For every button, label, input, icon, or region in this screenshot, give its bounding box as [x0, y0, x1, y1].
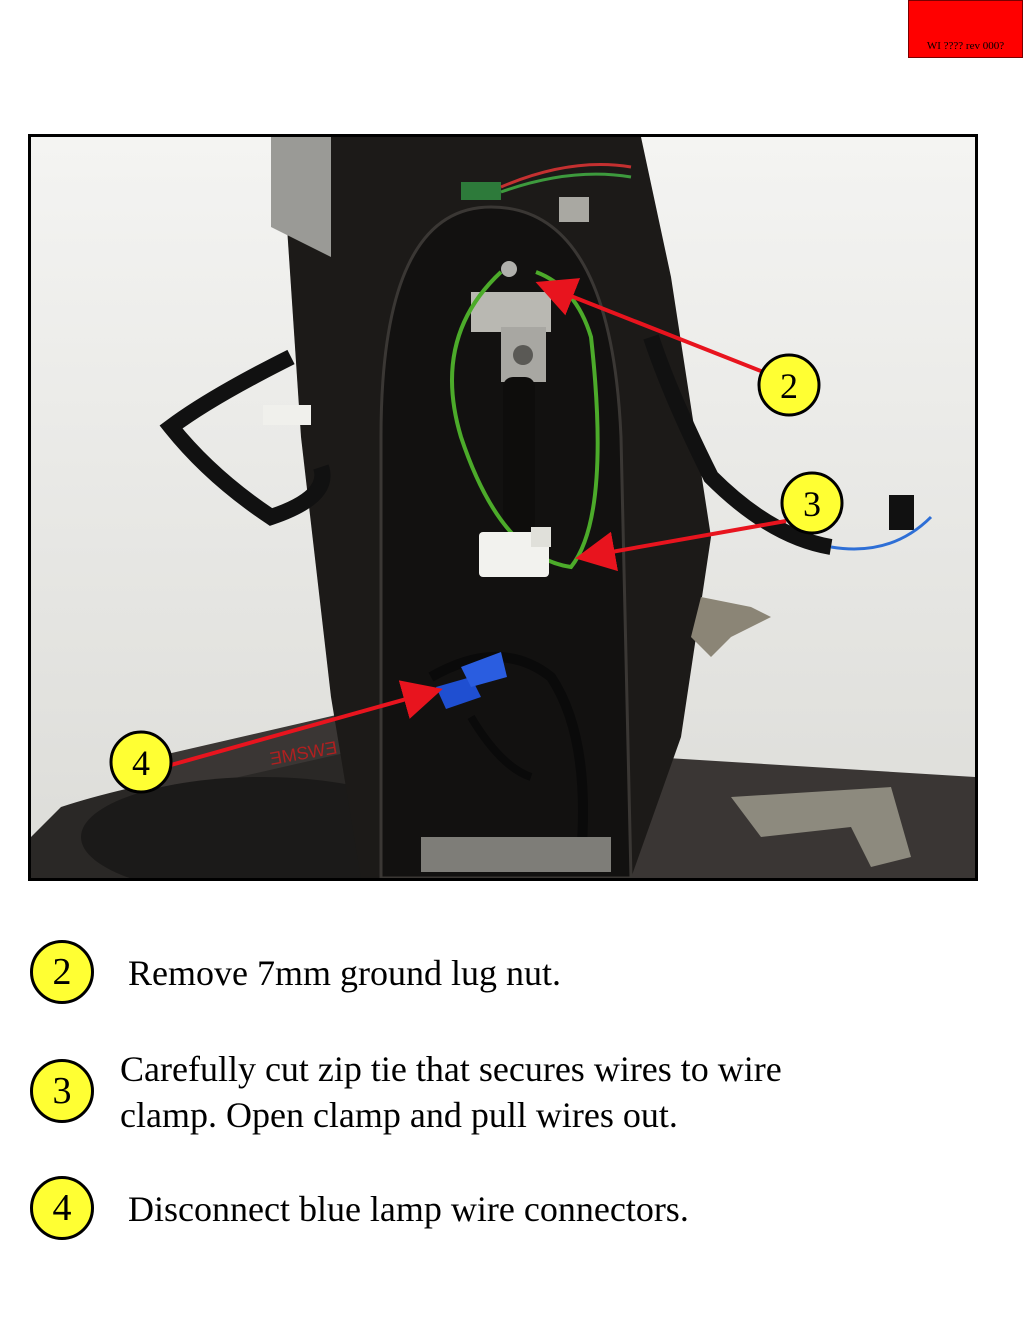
- equipment-photo-drawing: ƎMSWƎ: [31, 137, 975, 878]
- photo-callout-2-label: 2: [780, 366, 798, 406]
- equipment-photo: ƎMSWƎ: [28, 134, 978, 881]
- step-4-line-1: Disconnect blue lamp wire connectors.: [128, 1189, 689, 1229]
- step-2-text: Remove 7mm ground lug nut.: [128, 950, 561, 996]
- photo-callout-3: 3: [780, 471, 844, 535]
- document-id-badge: WI ???? rev 000?: [908, 0, 1023, 58]
- photo-callout-4: 4: [109, 730, 173, 794]
- photo-callout-2: 2: [757, 353, 821, 417]
- step-3-line-2: clamp. Open clamp and pull wires out.: [120, 1095, 678, 1135]
- step-3-text: Carefully cut zip tie that secures wires…: [120, 1046, 782, 1138]
- arrow-to-blue-connectors: [170, 680, 443, 767]
- step-2-line-1: Remove 7mm ground lug nut.: [128, 953, 561, 993]
- step-number-4: 4: [30, 1176, 94, 1240]
- arrow-to-wire-clamp: [575, 519, 787, 572]
- step-number-2: 2: [30, 940, 94, 1004]
- photo-callout-3-label: 3: [803, 484, 821, 524]
- step-number-3: 3: [30, 1059, 94, 1123]
- arrow-to-ground-lug: [535, 278, 777, 379]
- photo-callout-4-label: 4: [132, 743, 150, 783]
- step-3-line-1: Carefully cut zip tie that secures wires…: [120, 1049, 782, 1089]
- step-4-text: Disconnect blue lamp wire connectors.: [128, 1186, 689, 1232]
